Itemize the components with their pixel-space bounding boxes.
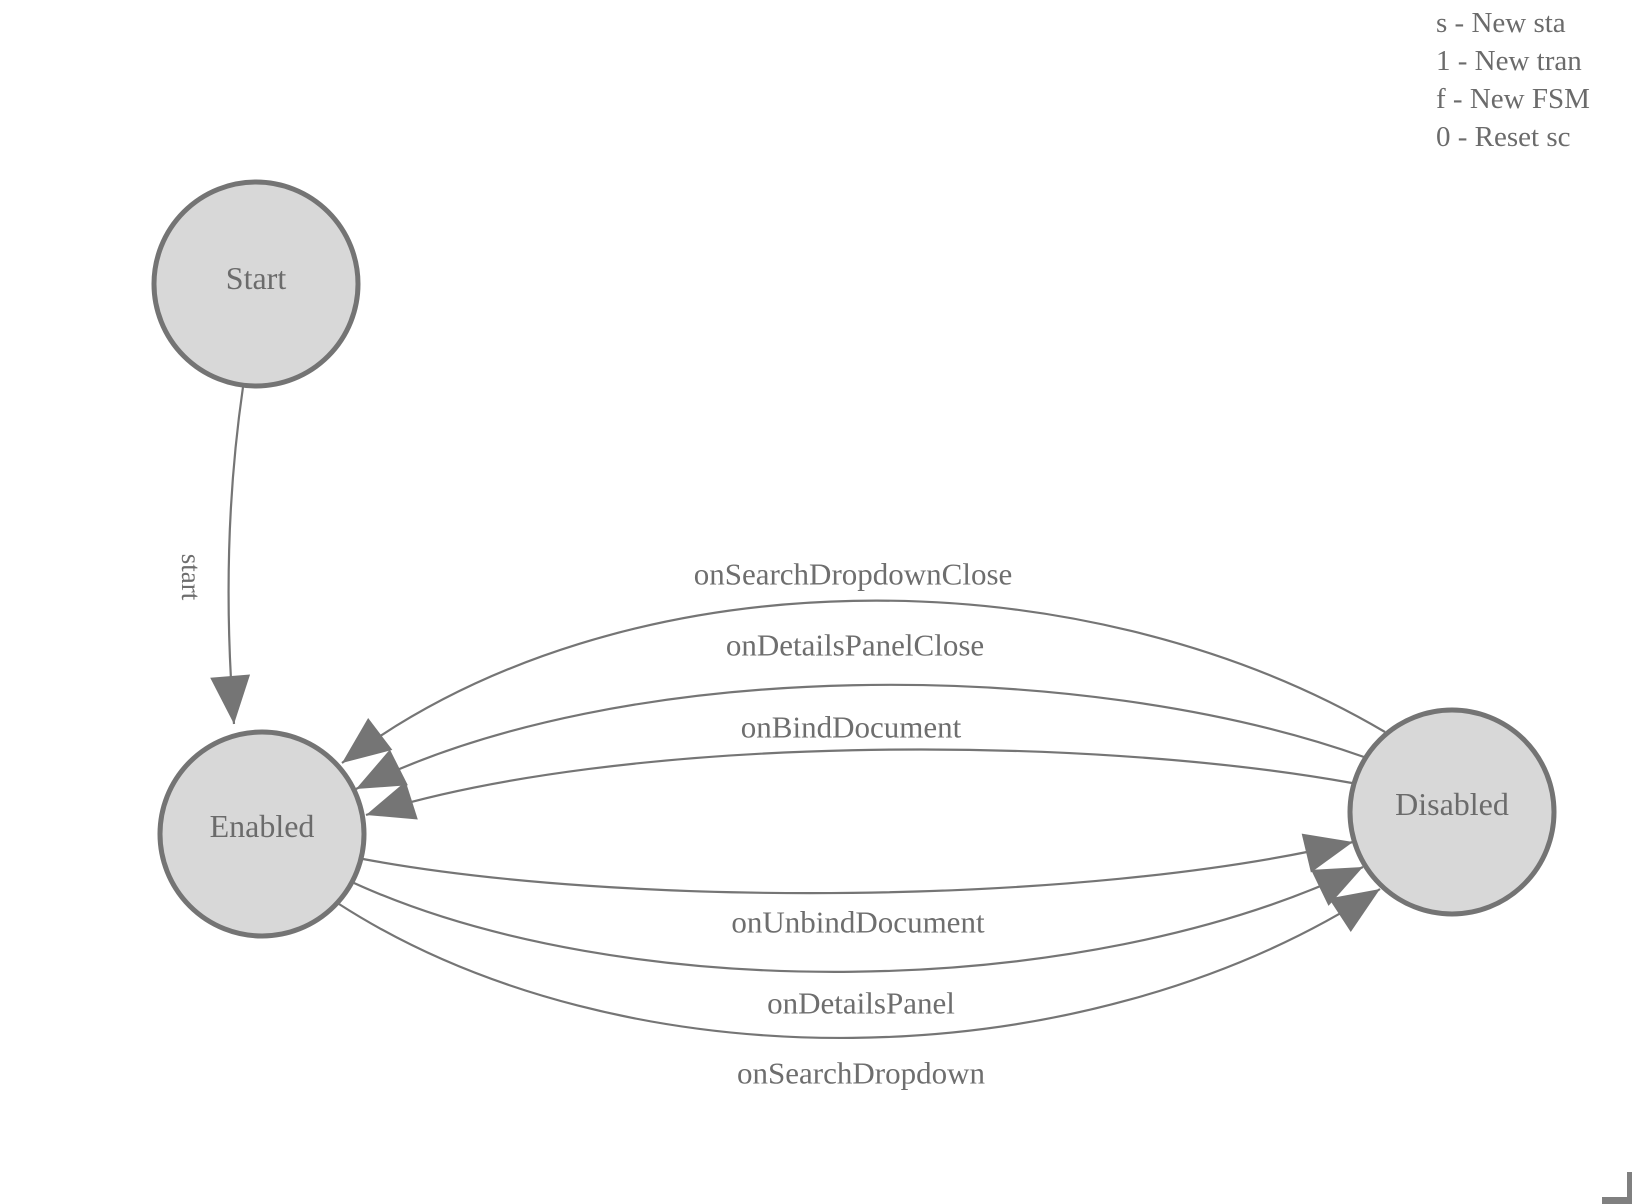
corner-bracket-horizontal-bar xyxy=(1602,1197,1632,1204)
edge-start-to-enabled xyxy=(210,386,251,725)
edge-ondetailspanel xyxy=(353,866,1364,973)
edge-onsearchdropdownclose xyxy=(341,599,1386,764)
legend-line-new-transition: 1 - New tran xyxy=(1436,45,1582,77)
edge-label-onsearchdropdownclose: onSearchDropdownClose xyxy=(694,557,1013,592)
edge-label-onbinddocument: onBindDocument xyxy=(741,710,962,745)
edge-ondetailspanelclose xyxy=(355,683,1365,790)
edge-onsearchdropdown xyxy=(338,888,1381,1039)
shortcuts-legend: s - New sta 1 - New tran f - New FSM 0 -… xyxy=(1436,4,1590,156)
edge-onunbinddocument xyxy=(362,833,1354,895)
corner-bracket xyxy=(1602,1172,1632,1204)
state-node-start[interactable] xyxy=(151,179,361,389)
state-node-disabled[interactable] xyxy=(1347,707,1557,917)
edge-label-start: start xyxy=(176,554,206,601)
edge-label-ondetailspanelclose: onDetailsPanelClose xyxy=(726,628,984,663)
edge-label-ondetailspanel: onDetailsPanel xyxy=(767,986,955,1021)
state-node-enabled[interactable] xyxy=(157,729,367,939)
legend-line-new-fsm: f - New FSM xyxy=(1436,83,1590,115)
edge-label-onsearchdropdown: onSearchDropdown xyxy=(737,1056,985,1091)
legend-line-reset: 0 - Reset sc xyxy=(1436,121,1571,153)
edge-group xyxy=(210,386,1386,1039)
edge-label-group: start onSearchDropdownClose onDetailsPan… xyxy=(176,554,1012,1091)
edge-onbinddocument xyxy=(365,748,1353,820)
edge-label-onunbinddocument: onUnbindDocument xyxy=(731,905,985,940)
legend-line-new-state: s - New sta xyxy=(1436,7,1566,39)
corner-bracket-vertical-bar xyxy=(1627,1172,1632,1204)
